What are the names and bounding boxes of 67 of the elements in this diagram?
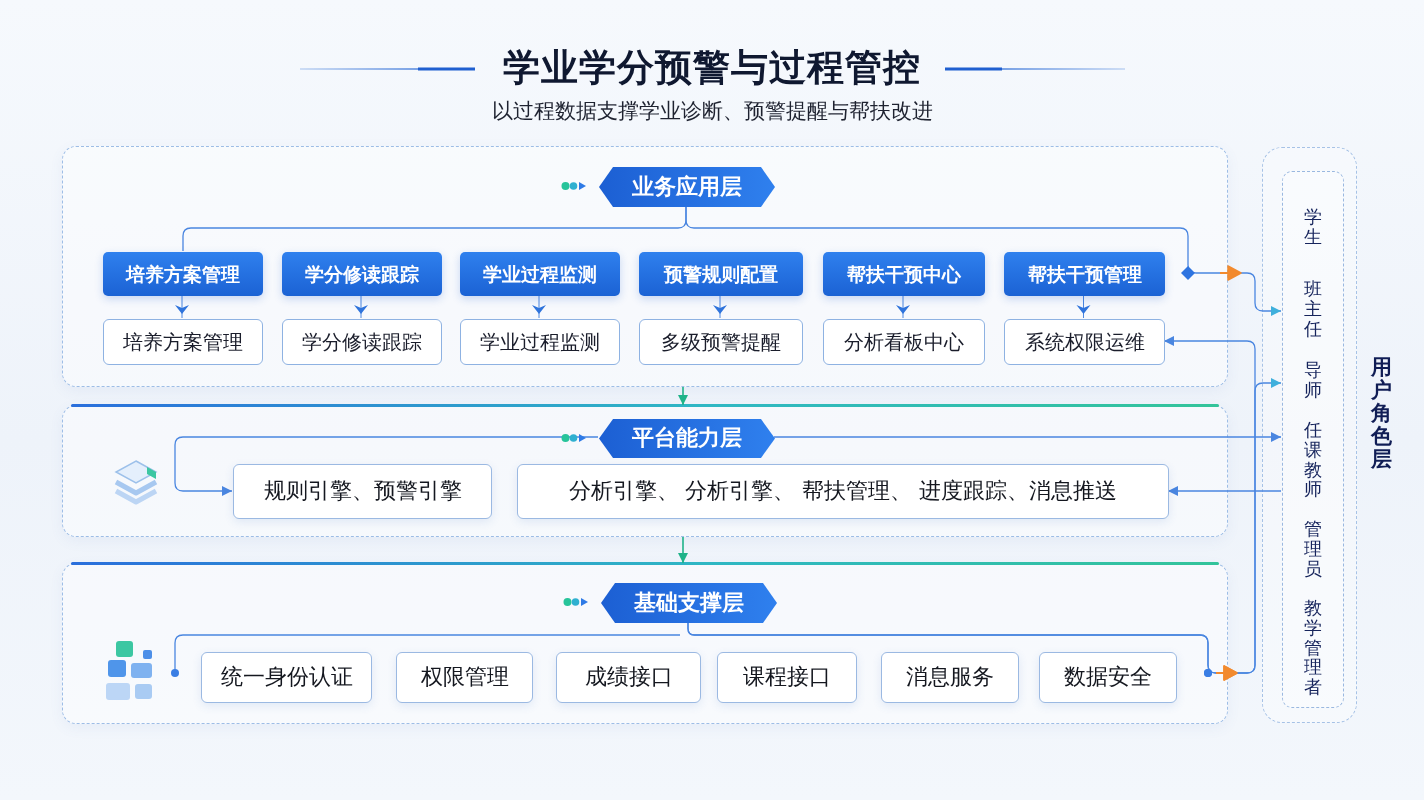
module-header <box>639 252 803 296</box>
chevron-arrow <box>354 294 368 319</box>
module-name: 培养方案管理 <box>126 262 240 286</box>
module-header <box>1004 252 1165 296</box>
role-name: 管理员 <box>1304 519 1322 579</box>
service-box <box>517 464 1169 519</box>
service-box <box>396 652 533 703</box>
service-box <box>1039 652 1177 703</box>
arrow <box>678 386 688 406</box>
panel-title: 用户角色层 <box>1371 356 1392 472</box>
role-name: 教学管理者 <box>1304 598 1322 697</box>
service-name: 数据安全 <box>1064 664 1152 691</box>
function-box <box>103 319 263 365</box>
module-name: 学分修读跟踪 <box>305 262 419 286</box>
service-box <box>881 652 1019 703</box>
function-box <box>282 319 442 365</box>
layer-panel <box>62 405 1228 537</box>
module-name: 帮扶干预中心 <box>847 262 961 286</box>
function-box <box>1004 319 1165 365</box>
module-header <box>460 252 620 296</box>
role-name: 班主任 <box>1304 279 1322 339</box>
service-name: 成绩接口 <box>584 664 673 691</box>
module-header <box>823 252 985 296</box>
service-box <box>201 652 372 703</box>
layer-title: 业务应用层 <box>632 173 742 201</box>
chevron-arrow <box>1076 294 1091 319</box>
service-name: 消息服务 <box>906 664 994 691</box>
service-box <box>717 652 857 703</box>
function-name: 多级预警提醒 <box>661 330 781 354</box>
service-name: 规则引擎、预警引擎 <box>263 478 462 505</box>
chevron-arrow <box>713 294 727 319</box>
service-box <box>556 652 701 703</box>
role-name: 任课教师 <box>1304 420 1322 500</box>
function-box <box>823 319 985 365</box>
diagram-title: 学业学分预警与过程管控 <box>503 46 921 91</box>
arrow <box>1167 486 1282 496</box>
role-name: 学生 <box>1304 207 1322 247</box>
module-name: 学业过程监测 <box>483 262 597 286</box>
arrow <box>773 432 1282 442</box>
layer-title: 平台能力层 <box>632 425 742 452</box>
service-name: 权限管理 <box>420 664 509 691</box>
function-name: 系统权限运维 <box>1024 330 1145 354</box>
function-box <box>460 319 620 365</box>
function-name: 学分修读跟踪 <box>302 330 422 354</box>
service-name: 课程接口 <box>743 664 831 691</box>
layer-panel <box>62 146 1228 387</box>
role-list-panel <box>1282 171 1344 708</box>
diagram-subtitle: 以过程数据支撑学业诊断、预警提醒与帮扶改进 <box>491 99 933 125</box>
module-header <box>103 252 263 296</box>
module-name: 预警规则配置 <box>664 262 778 286</box>
module-header <box>282 252 442 296</box>
layer-title: 基础支撑层 <box>634 589 744 617</box>
service-name: 分析引擎、 分析引擎、 帮扶管理、 进度跟踪、消息推送 <box>568 478 1118 505</box>
chevron-arrow <box>532 294 546 319</box>
module-name: 帮扶干预管理 <box>1027 262 1142 286</box>
arrow <box>687 336 1256 681</box>
arrow <box>678 536 688 564</box>
role-name: 导师 <box>1304 360 1322 400</box>
chevron-arrow <box>175 294 189 319</box>
service-name: 统一身份认证 <box>220 664 353 691</box>
layer-panel <box>62 563 1228 724</box>
function-name: 分析看板中心 <box>844 330 964 354</box>
function-name: 培养方案管理 <box>123 330 243 354</box>
function-box <box>639 319 803 365</box>
function-name: 学业过程监测 <box>480 330 600 354</box>
chevron-arrow <box>896 294 910 319</box>
service-box <box>233 464 492 519</box>
